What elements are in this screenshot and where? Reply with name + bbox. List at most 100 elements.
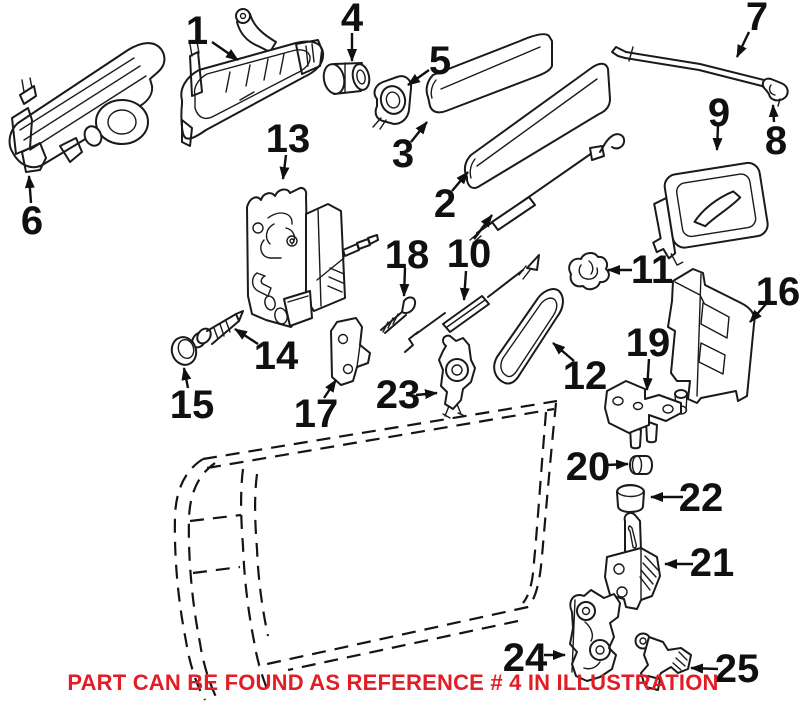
callout-10: 10 — [447, 214, 493, 301]
callout-14: 14 — [234, 327, 299, 378]
callout-5: 5 — [407, 39, 451, 86]
line-art — [612, 396, 624, 406]
callout-number-20: 20 — [566, 445, 611, 489]
callout-arrow-13 — [279, 154, 290, 180]
line-art — [59, 137, 83, 163]
line-art — [173, 458, 206, 701]
line-art — [768, 84, 776, 96]
part-23-lock-lever — [438, 334, 476, 419]
part-15-grommet — [170, 336, 198, 366]
part-5-lock-cylinder-cover — [372, 75, 413, 130]
callout-17: 17 — [294, 379, 339, 436]
line-art — [356, 344, 361, 368]
part-9-interior-handle — [652, 161, 769, 266]
line-art — [342, 363, 354, 375]
callout-arrow-1 — [211, 41, 239, 61]
line-art — [286, 235, 298, 247]
callout-9: 9 — [708, 91, 730, 151]
callout-number-23: 23 — [376, 373, 421, 417]
part-21-door-hinge — [604, 511, 661, 610]
line-art — [627, 525, 637, 549]
line-art — [589, 639, 611, 661]
part-10-release-cable-upper — [469, 133, 626, 244]
callout-11: 11 — [607, 248, 673, 292]
part-3-handle-cover-upper — [425, 33, 553, 114]
line-art — [283, 290, 313, 327]
line-art — [616, 586, 628, 598]
callout-13: 13 — [266, 117, 310, 180]
line-art — [670, 253, 684, 266]
line-art — [415, 312, 446, 335]
callout-4: 4 — [341, 0, 364, 62]
line-art — [425, 33, 553, 114]
line-art — [446, 299, 486, 328]
callout-number-8: 8 — [765, 119, 787, 163]
line-art — [305, 203, 346, 312]
part-19-lock-bracket — [604, 380, 682, 450]
line-art — [287, 295, 309, 303]
callout-3: 3 — [392, 121, 428, 176]
line-art — [181, 119, 193, 147]
door-shell-outline — [173, 399, 558, 701]
callout-number-5: 5 — [429, 39, 451, 83]
line-art — [235, 310, 244, 322]
callout-number-22: 22 — [679, 476, 724, 520]
callout-arrow-5 — [407, 69, 430, 86]
part-6-handle-carrier — [8, 42, 166, 173]
line-art — [491, 196, 536, 231]
callout-arrow-14 — [234, 327, 259, 346]
callout-number-2: 2 — [434, 182, 456, 226]
line-art — [463, 62, 611, 190]
line-art — [235, 8, 251, 24]
line-art — [451, 364, 463, 376]
line-art — [317, 208, 322, 307]
line-art — [337, 333, 349, 345]
line-art — [19, 57, 147, 151]
line-art — [526, 254, 540, 271]
callout-number-14: 14 — [254, 334, 299, 378]
line-art — [202, 399, 558, 461]
callout-19: 19 — [626, 321, 670, 391]
callout-24: 24 — [503, 636, 566, 680]
callout-20: 20 — [566, 445, 629, 489]
line-art — [438, 334, 476, 410]
line-art — [430, 79, 437, 99]
line-art — [401, 296, 417, 314]
callout-number-16: 16 — [756, 270, 800, 314]
line-art — [356, 69, 366, 85]
callout-number-17: 17 — [294, 392, 339, 436]
line-art — [260, 227, 296, 259]
callout-number-18: 18 — [385, 233, 430, 277]
callout-8: 8 — [765, 104, 787, 163]
line-art — [628, 46, 634, 62]
line-art — [187, 462, 217, 698]
line-art — [583, 621, 601, 670]
line-art — [469, 158, 476, 179]
line-art — [107, 109, 137, 135]
part-18-screw — [380, 296, 417, 334]
part-13-door-lock — [246, 186, 379, 328]
line-art — [476, 78, 598, 167]
callout-number-24: 24 — [503, 636, 548, 680]
line-art — [236, 13, 277, 53]
line-art — [225, 53, 285, 101]
callout-arrow-2 — [451, 171, 469, 192]
line-art — [322, 63, 346, 95]
line-art — [624, 51, 765, 87]
line-art — [404, 331, 419, 353]
line-art — [177, 338, 195, 360]
part-8-rod-clip — [761, 77, 789, 107]
callout-arrow-10 — [473, 214, 493, 240]
line-art — [674, 281, 705, 304]
callout-2: 2 — [434, 171, 469, 226]
part-1-exterior-door-handle — [180, 8, 325, 147]
line-art — [616, 484, 645, 498]
line-art — [616, 484, 645, 513]
callout-25: 25 — [690, 647, 759, 691]
callout-number-7: 7 — [746, 0, 768, 39]
callout-12: 12 — [552, 342, 607, 398]
line-art — [19, 85, 37, 105]
part-22-bushing — [616, 484, 645, 513]
